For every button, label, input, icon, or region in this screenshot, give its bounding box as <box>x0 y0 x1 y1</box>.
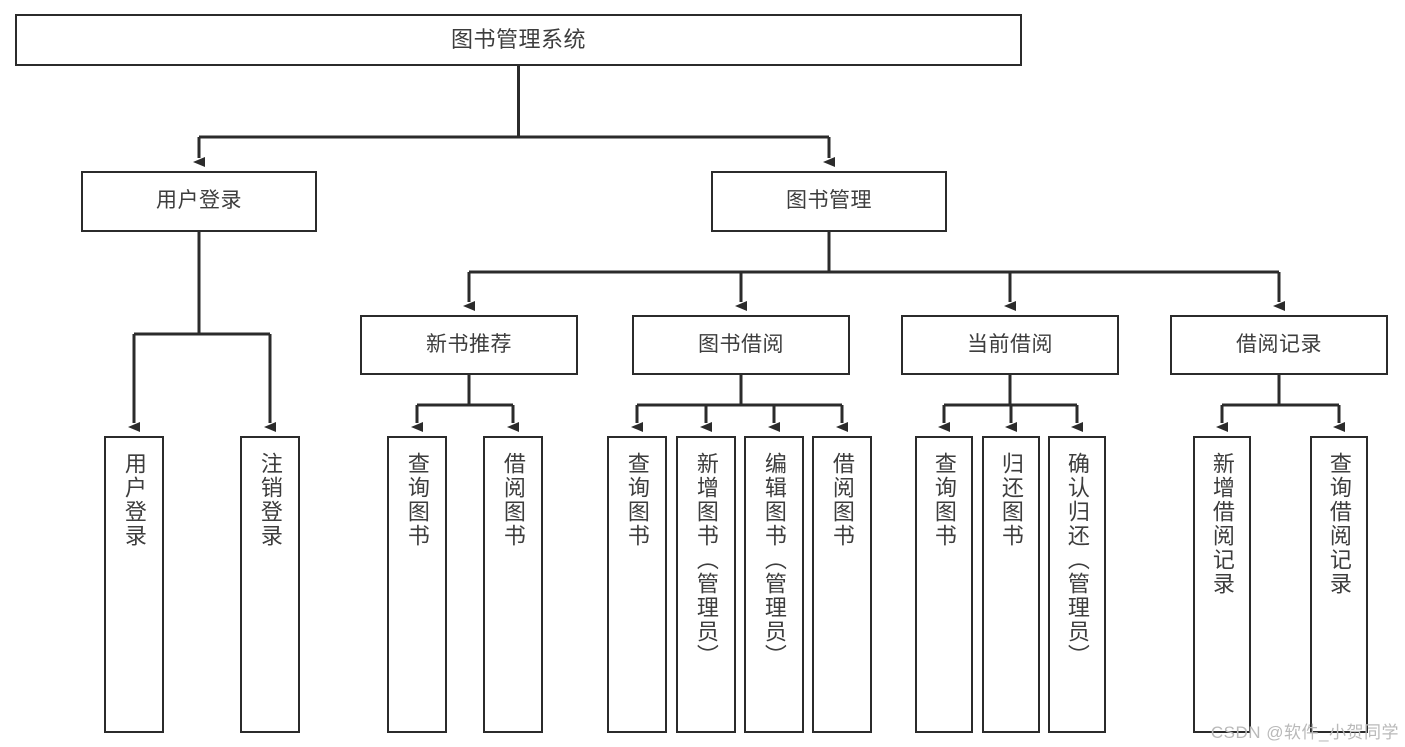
node-leaf-query-book-2-label: 查询图书 <box>624 452 650 548</box>
node-new-book-rec-label: 新书推荐 <box>426 332 512 356</box>
node-leaf-add-record[interactable]: 新增借阅记录 <box>1193 436 1251 733</box>
node-book-manage[interactable]: 图书管理 <box>711 171 947 232</box>
node-leaf-user-logout-label: 注销登录 <box>257 452 283 548</box>
node-current-borrow-label: 当前借阅 <box>967 332 1053 356</box>
node-user-login[interactable]: 用户登录 <box>81 171 317 232</box>
node-root-label: 图书管理系统 <box>450 27 586 53</box>
node-leaf-return-book[interactable]: 归还图书 <box>982 436 1040 733</box>
node-root[interactable]: 图书管理系统 <box>15 14 1022 66</box>
node-leaf-borrow-book-2-label: 借阅图书 <box>829 452 855 548</box>
node-borrow-record[interactable]: 借阅记录 <box>1170 315 1388 375</box>
node-leaf-query-book-1[interactable]: 查询图书 <box>387 436 447 733</box>
node-book-borrow-label: 图书借阅 <box>698 332 784 356</box>
node-leaf-query-book-3[interactable]: 查询图书 <box>915 436 973 733</box>
node-borrow-record-label: 借阅记录 <box>1236 332 1322 356</box>
node-leaf-edit-book[interactable]: 编辑图书（管理员） <box>744 436 804 733</box>
node-leaf-borrow-book-1[interactable]: 借阅图书 <box>483 436 543 733</box>
node-leaf-query-book-1-label: 查询图书 <box>404 452 430 548</box>
node-leaf-add-book[interactable]: 新增图书（管理员） <box>676 436 736 733</box>
node-book-manage-label: 图书管理 <box>786 189 872 213</box>
node-leaf-add-record-label: 新增借阅记录 <box>1209 452 1235 596</box>
node-leaf-user-login-label: 用户登录 <box>121 452 147 548</box>
node-leaf-borrow-book-2[interactable]: 借阅图书 <box>812 436 872 733</box>
node-leaf-edit-book-label: 编辑图书（管理员） <box>761 452 787 668</box>
node-leaf-confirm-return[interactable]: 确认归还（管理员） <box>1048 436 1106 733</box>
node-book-borrow[interactable]: 图书借阅 <box>632 315 850 375</box>
node-leaf-user-login[interactable]: 用户登录 <box>104 436 164 733</box>
node-leaf-borrow-book-1-label: 借阅图书 <box>500 452 526 548</box>
node-leaf-query-book-2[interactable]: 查询图书 <box>607 436 667 733</box>
node-new-book-rec[interactable]: 新书推荐 <box>360 315 578 375</box>
node-leaf-user-logout[interactable]: 注销登录 <box>240 436 300 733</box>
node-leaf-query-book-3-label: 查询图书 <box>931 452 957 548</box>
node-leaf-return-book-label: 归还图书 <box>998 452 1024 548</box>
node-leaf-query-record[interactable]: 查询借阅记录 <box>1310 436 1368 733</box>
node-leaf-confirm-return-label: 确认归还（管理员） <box>1064 452 1090 668</box>
node-leaf-add-book-label: 新增图书（管理员） <box>693 452 719 668</box>
node-user-login-label: 用户登录 <box>156 189 242 213</box>
watermark: CSDN @软件_小贺同学 <box>1210 723 1399 742</box>
node-current-borrow[interactable]: 当前借阅 <box>901 315 1119 375</box>
node-leaf-query-record-label: 查询借阅记录 <box>1326 452 1352 596</box>
